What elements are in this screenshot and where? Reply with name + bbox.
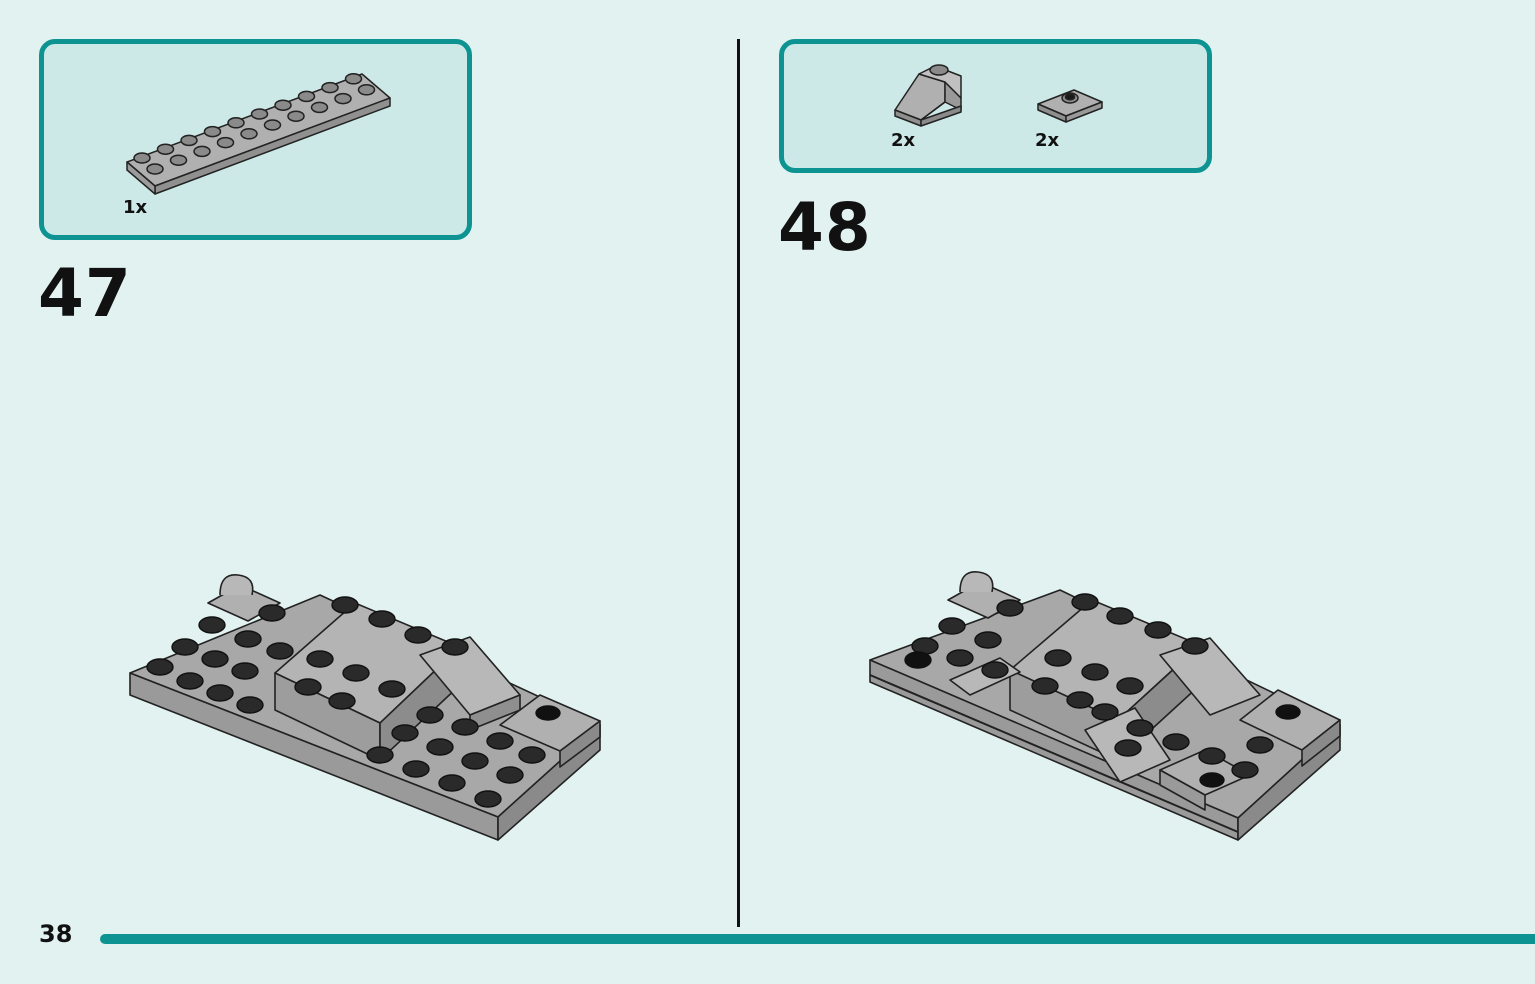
stud-icon [1144,621,1172,639]
stud-icon [535,705,561,721]
stud-icon [240,128,258,140]
assembly-step-47-illustration [129,574,601,841]
stud-icon [946,649,974,667]
stud-icon [231,662,259,680]
stud-icon [1114,739,1142,757]
stud-icon [274,99,292,111]
stud-icon [321,81,339,94]
stud-icon [216,136,235,149]
stud-icon [974,631,1002,649]
stud-icon [250,108,269,120]
stud-icon [1162,733,1190,751]
stud-icon [496,766,524,784]
stud-icon [146,658,174,676]
stud-icon [378,680,406,698]
stud-icon [334,92,352,105]
stud-icon [328,692,356,710]
stud-icon [258,604,286,622]
plate-2x10-icon [126,73,391,195]
stud-icon [404,626,432,644]
part-count: 2x [1035,130,1060,151]
parts-box-step-48: 2x 2x [779,39,1212,173]
stud-icon [171,638,199,656]
stud-icon [1081,663,1109,681]
stud-icon [203,125,222,138]
stud-icon [310,101,329,114]
stud-icon [344,73,363,85]
stud-icon [227,117,245,129]
stud-icon [263,119,282,131]
stud-icon [426,738,454,756]
page-number: 38 [39,920,73,948]
step-number: 47 [38,255,132,332]
stud-icon [981,661,1009,679]
stud-icon [1181,637,1209,655]
jumper-plate-icon [1037,89,1103,123]
stud-icon [234,630,262,648]
stud-icon [169,154,188,166]
stud-icon [294,678,322,696]
stud-icon [461,752,489,770]
stud-icon [193,145,211,158]
assembly-step-48-illustration [869,571,1341,841]
stud-icon [1116,677,1144,695]
stud-icon [904,651,932,669]
stud-icon [486,732,514,750]
stud-icon [146,163,164,175]
stud-icon [1198,747,1226,765]
stud-icon [236,696,264,714]
footer-accent-bar [100,934,1535,944]
stud-icon [306,650,334,668]
stud-icon [287,110,305,122]
stud-icon [342,664,370,682]
column-divider [737,39,740,927]
stud-icon [156,143,175,155]
stud-icon [357,84,376,96]
stud-icon [1066,691,1094,709]
stud-icon [416,706,444,724]
stud-icon [266,642,294,660]
stud-icon [402,760,430,778]
stud-icon [1031,677,1059,695]
stud-icon [1091,703,1119,721]
stud-icon [518,746,546,764]
stud-icon [451,718,479,736]
stud-icon [198,616,226,634]
stud-icon [391,724,419,742]
stud-icon [474,790,502,808]
stud-icon [180,134,198,147]
stud-icon [366,746,394,764]
stud-icon [1106,607,1134,625]
parts-box-step-47: 1x [39,39,472,240]
stud-icon [1246,736,1274,754]
stud-icon [438,774,466,792]
stud-icon [201,650,229,668]
stud-icon [1126,719,1154,737]
slope-brick-icon [894,64,962,127]
stud-icon [1231,761,1259,779]
stud-icon [1071,593,1099,611]
stud-icon [1199,772,1225,788]
step-number: 48 [778,189,872,266]
stud-icon [938,617,966,635]
stud-icon [176,672,204,690]
stud-icon [133,152,151,164]
stud-icon [441,638,469,656]
stud-icon [996,599,1024,617]
stud-icon [368,610,396,628]
part-count: 2x [891,130,916,151]
stud-icon [1044,649,1072,667]
stud-icon [297,90,316,103]
stud-icon [1275,704,1301,720]
stud-icon [206,684,234,702]
stud-icon [331,596,359,614]
part-count: 1x [123,197,148,218]
